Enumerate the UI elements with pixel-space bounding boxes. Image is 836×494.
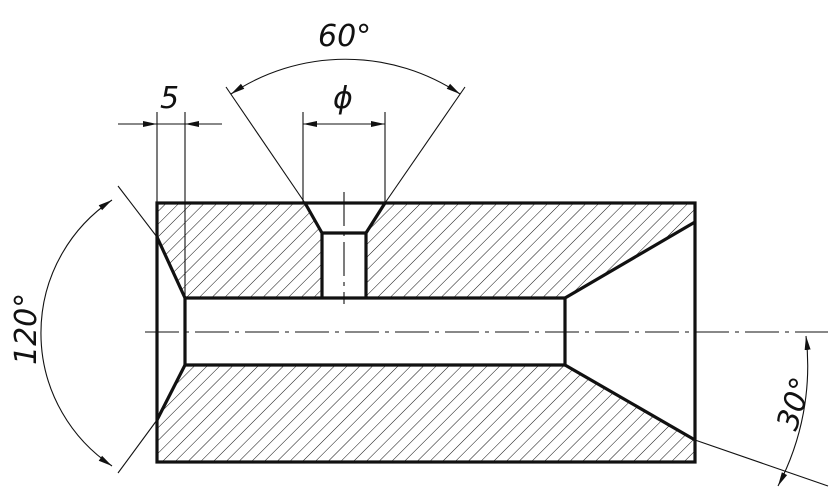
diameter-dimension: ϕ bbox=[302, 81, 386, 203]
extension-line bbox=[117, 185, 158, 238]
extension-line bbox=[384, 86, 466, 204]
left-angle-dimension: 120° bbox=[9, 185, 158, 474]
lower-wall-hatch bbox=[157, 365, 695, 462]
extension-line bbox=[225, 86, 306, 204]
right-taper-top bbox=[564, 220, 696, 300]
right-angle-label: 30° bbox=[770, 373, 820, 434]
extension-line bbox=[694, 439, 829, 487]
left-chamfer-top bbox=[155, 236, 187, 299]
upper-right-wall-hatch bbox=[366, 203, 695, 298]
left-angle-label: 120° bbox=[9, 293, 44, 365]
chamfer-width-label: 5 bbox=[160, 81, 179, 116]
angle-arc bbox=[40, 199, 113, 467]
upper-wall-hatch bbox=[157, 203, 322, 298]
diameter-label: ϕ bbox=[333, 81, 353, 116]
extension-line bbox=[117, 419, 158, 474]
countersink-angle-dimension: 60° bbox=[225, 19, 466, 204]
right-angle-dimension: 30° bbox=[694, 335, 829, 487]
angle-arc bbox=[777, 335, 811, 487]
chamfer-width-dimension: 5 bbox=[118, 81, 222, 298]
left-chamfer-bottom bbox=[155, 364, 187, 421]
right-taper-bottom bbox=[564, 363, 696, 442]
section-hatching bbox=[157, 203, 695, 462]
countersink-angle-label: 60° bbox=[318, 19, 371, 54]
angle-arc bbox=[230, 58, 461, 95]
